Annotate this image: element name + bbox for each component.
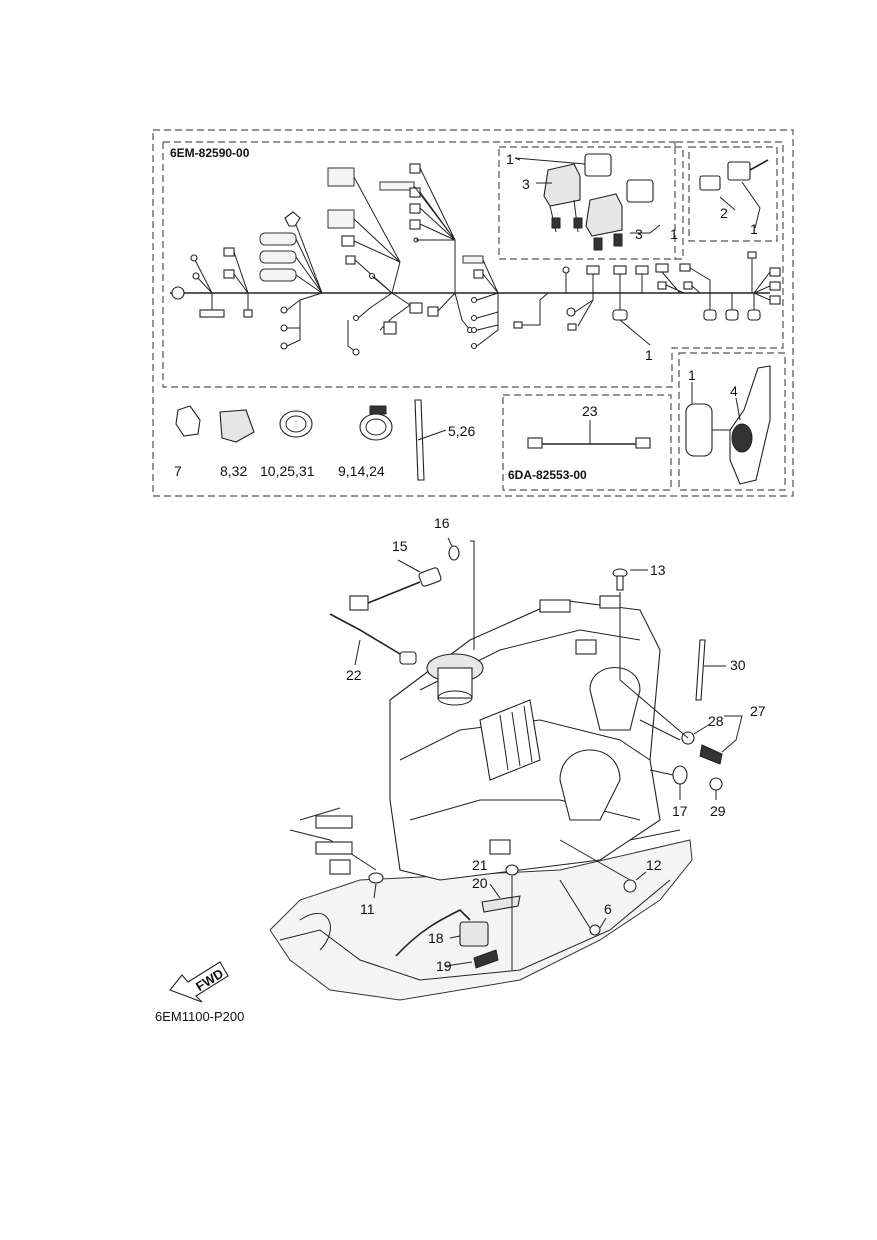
sender-kit-code: 6DA-82553-00 bbox=[508, 468, 587, 482]
callout-16: 16 bbox=[434, 515, 450, 531]
callout-4: 4 bbox=[730, 383, 738, 399]
figure-id: 6EM1100-P200 bbox=[155, 1009, 244, 1024]
clamps bbox=[175, 399, 447, 481]
callout-17: 17 bbox=[672, 803, 688, 819]
callout-11: 11 bbox=[360, 901, 375, 917]
callout-21: 21 bbox=[472, 857, 488, 873]
callout-1: 1 bbox=[645, 347, 653, 363]
callout-1-relay-b: 1 bbox=[670, 226, 678, 242]
relay-assembly bbox=[514, 153, 661, 251]
sender-lead bbox=[527, 420, 651, 449]
callout-22: 22 bbox=[346, 667, 362, 683]
callout-7: 7 bbox=[174, 463, 182, 479]
callout-12: 12 bbox=[646, 857, 662, 873]
callout-3-relay: 3 bbox=[522, 176, 530, 192]
callout-29: 29 bbox=[710, 803, 726, 819]
wire-harness bbox=[170, 163, 781, 356]
callout-19: 19 bbox=[436, 958, 452, 974]
callout-5-26: 5,26 bbox=[448, 423, 475, 439]
callout-30: 30 bbox=[730, 657, 746, 673]
harness-kit-code: 6EM-82590-00 bbox=[170, 146, 250, 160]
exploded-parts bbox=[289, 537, 743, 970]
connector-kit bbox=[699, 159, 769, 229]
cap-boot bbox=[685, 365, 771, 485]
callout-18: 18 bbox=[428, 930, 444, 946]
kit-panel bbox=[152, 129, 794, 497]
callout-20: 20 bbox=[472, 875, 488, 891]
callout-13: 13 bbox=[650, 562, 666, 578]
callout-6: 6 bbox=[604, 901, 612, 917]
callout-1-cap: 1 bbox=[688, 367, 696, 383]
callout-9-14-24: 9,14,24 bbox=[338, 463, 385, 479]
callout-10-25-31: 10,25,31 bbox=[260, 463, 315, 479]
forward-arrow-icon: FWD bbox=[169, 961, 229, 1003]
callout-1-connector: 1 bbox=[750, 221, 758, 237]
callout-23: 23 bbox=[582, 403, 598, 419]
callout-28: 28 bbox=[708, 713, 724, 729]
callout-2: 2 bbox=[720, 205, 728, 221]
callout-8-32: 8,32 bbox=[220, 463, 247, 479]
callout-1-relay: 1 bbox=[506, 151, 514, 167]
callout-15: 15 bbox=[392, 538, 408, 554]
callout-3-relay-b: 3 bbox=[635, 226, 643, 242]
callout-27: 27 bbox=[750, 703, 766, 719]
